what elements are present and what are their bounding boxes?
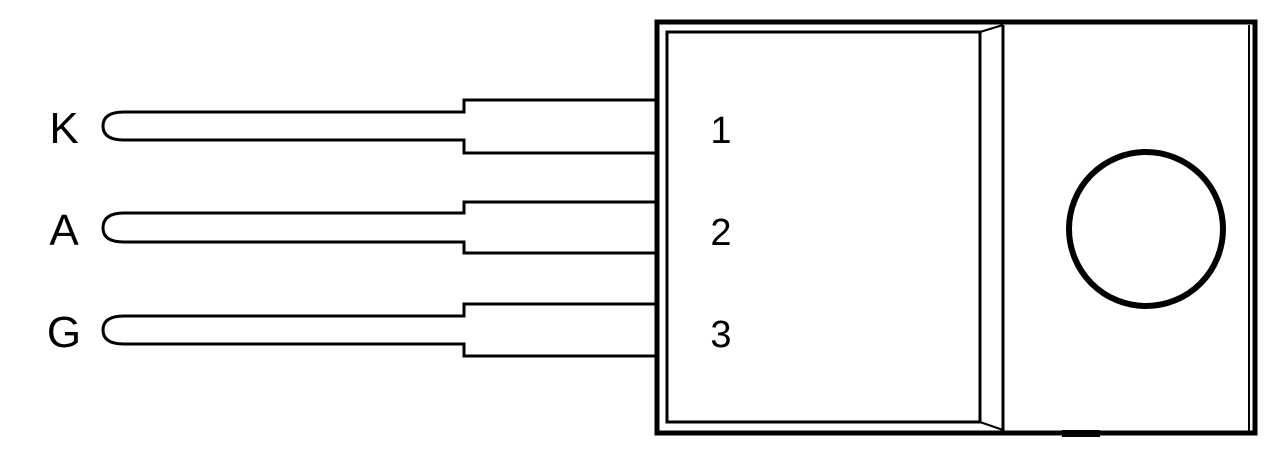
tab-bottom-notch bbox=[1062, 430, 1100, 437]
body-bevel-top bbox=[979, 24, 1004, 33]
mounting-hole bbox=[1066, 149, 1226, 309]
pin-1-lead bbox=[101, 98, 656, 155]
body-bevel-bottom bbox=[979, 421, 1004, 431]
pin-3-lead bbox=[101, 302, 656, 358]
pin-1-lead-outline bbox=[101, 98, 656, 155]
pin-1-number: 1 bbox=[710, 110, 731, 152]
pin-3-label: G bbox=[47, 308, 81, 357]
pin-3-lead-outline bbox=[101, 302, 656, 358]
pin-2-label: A bbox=[49, 206, 79, 255]
pin-2-lead bbox=[101, 200, 656, 255]
plastic-body bbox=[665, 30, 982, 424]
pin-2-lead-outline bbox=[101, 200, 656, 255]
pin-2-number: 2 bbox=[710, 212, 731, 254]
pin-3-number: 3 bbox=[710, 314, 731, 356]
pin-1-label: K bbox=[49, 104, 78, 153]
